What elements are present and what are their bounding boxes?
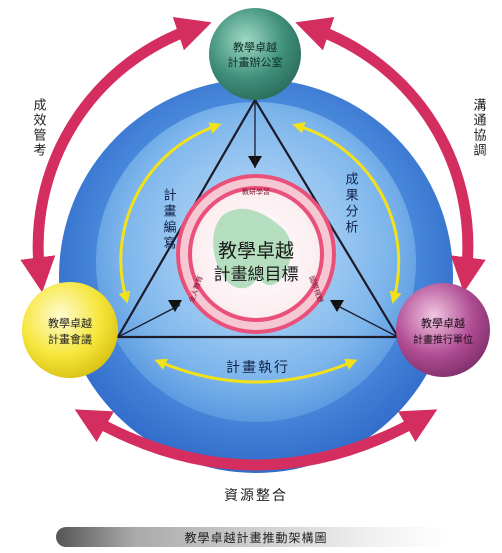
node-top-line1: 教學卓越 xyxy=(233,40,277,54)
footer-bar xyxy=(56,527,448,547)
node-left-line1: 教學卓越 xyxy=(48,316,92,330)
node-top-line2: 計畫辦公室 xyxy=(228,55,283,69)
label-effectiveness-review: 成效管考 xyxy=(31,98,47,158)
center-title-line2: 計畫總目標 xyxy=(214,265,299,285)
node-top: 教學卓越 計畫辦公室 xyxy=(209,8,301,100)
pink-arrow-bottom xyxy=(74,409,438,471)
label-result-analysis: 成果分析 xyxy=(343,172,359,236)
label-communication: 溝通協調 xyxy=(471,98,487,158)
node-right-line2: 計畫推行單位 xyxy=(413,333,473,346)
triangle-connectors xyxy=(117,100,399,338)
center-title-line1: 教學卓越 xyxy=(218,240,294,262)
label-plan-writing: 計畫編寫 xyxy=(161,187,177,252)
node-right: 教學卓越 計畫推行單位 xyxy=(396,283,490,377)
yellow-arrow-bottom xyxy=(154,358,358,384)
label-plan-execution: 計畫執行 xyxy=(226,360,290,376)
pink-arrow-left xyxy=(20,16,212,293)
footer-caption: 教學卓越計畫推動架構圖 xyxy=(184,530,327,545)
label-resource-integration: 資源整合 xyxy=(224,488,288,504)
center-arc-top: 教研學習 xyxy=(242,187,270,196)
pink-arrow-right xyxy=(295,17,486,293)
center-goal xyxy=(176,174,336,334)
node-left: 教學卓越 計畫會議 xyxy=(22,282,118,378)
node-right-line1: 教學卓越 xyxy=(421,316,465,330)
node-left-line2: 計畫會議 xyxy=(48,332,92,346)
